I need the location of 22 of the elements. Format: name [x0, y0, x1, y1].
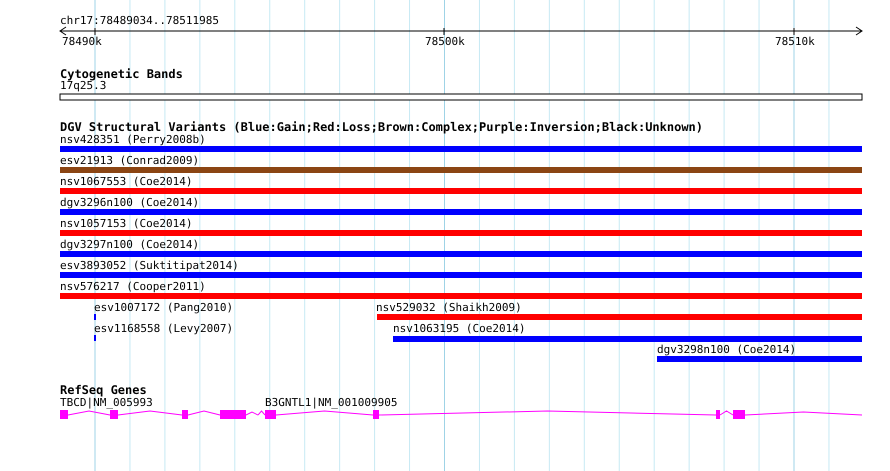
- variant-label: nsv1057153 (Coe2014): [60, 218, 192, 230]
- variant-label: esv1168558 (Levy2007): [94, 323, 234, 335]
- band-label: 17q25.3: [60, 80, 106, 92]
- variant-label: dgv3297n100 (Coe2014): [60, 239, 200, 251]
- gene-label: TBCD|NM_005993: [60, 397, 153, 409]
- variant-label: nsv428351 (Perry2008b): [60, 134, 206, 146]
- gene-label: B3GNTL1|NM_001009905: [265, 397, 398, 409]
- variant-label: esv21913 (Conrad2009): [60, 155, 200, 167]
- tick-label: 78490k: [62, 36, 102, 48]
- variant-label: nsv529032 (Shaikh2009): [376, 302, 522, 314]
- variant-label: nsv1067553 (Coe2014): [60, 176, 192, 188]
- region-label: chr17:78489034..78511985: [60, 15, 219, 27]
- variant-label: esv1007172 (Pang2010): [94, 302, 234, 314]
- tick-label: 78510k: [775, 36, 815, 48]
- track-title: Cytogenetic Bands: [60, 68, 183, 80]
- variant-label: dgv3298n100 (Coe2014): [657, 344, 796, 356]
- track-title: DGV Structural Variants (Blue:Gain;Red:Loss;Brown:Complex;Purple:Inversion;Black:Unknown): [60, 121, 703, 133]
- variant-label: nsv576217 (Cooper2011): [60, 281, 206, 293]
- variant-label: esv3893052 (Suktitipat2014): [60, 260, 239, 272]
- variant-label: nsv1063195 (Coe2014): [393, 323, 526, 335]
- variant-label: dgv3296n100 (Coe2014): [60, 197, 200, 209]
- tick-label: 78500k: [425, 36, 465, 48]
